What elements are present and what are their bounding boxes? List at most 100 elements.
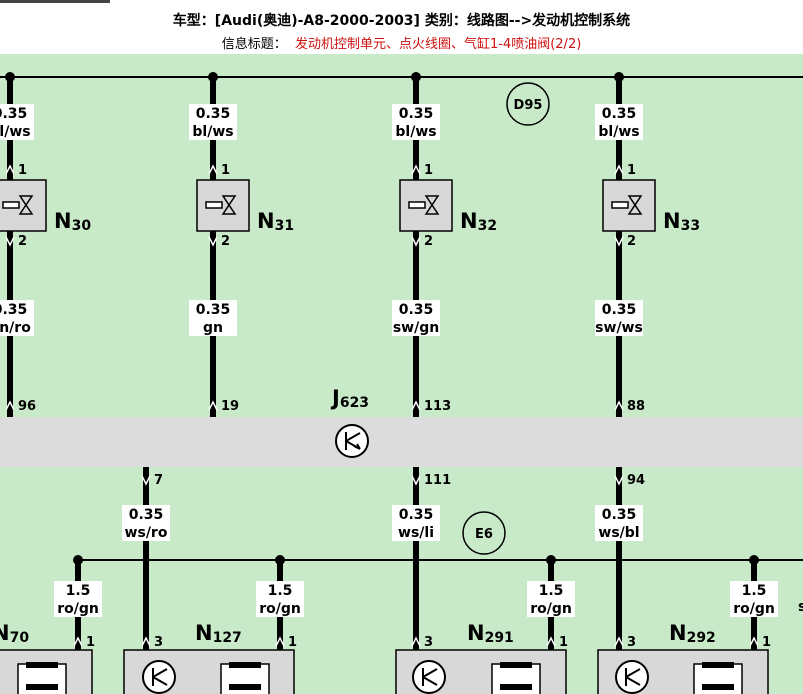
coil-name-sub: 291 bbox=[485, 630, 514, 646]
ecu-pin-arrow bbox=[5, 400, 15, 411]
injector-pin-top-arrow bbox=[614, 164, 624, 175]
injector-bottom-wire-label-size: 0.35 bbox=[196, 302, 231, 318]
coil-name-sub: 127 bbox=[213, 630, 242, 646]
injector-body bbox=[196, 179, 250, 232]
injector-body bbox=[399, 179, 453, 232]
coil-driver-pin-number: 3 bbox=[424, 635, 433, 650]
title-line: 车型：[Audi(奥迪)-A8-2000-2003] 类别：线路图-->发动机控… bbox=[0, 10, 803, 30]
injector-pin-bottom-arrow bbox=[614, 236, 624, 247]
coil-supply-pin-arrow bbox=[546, 636, 556, 647]
coil-supply-wire-label-size: 1.5 bbox=[268, 583, 293, 599]
coil-supply-pin-arrow bbox=[749, 636, 759, 647]
model-value: [Audi(奥迪)-A8-2000-2003] bbox=[214, 13, 420, 29]
injector-pin-bottom-arrow bbox=[208, 236, 218, 247]
valve-coil-icon bbox=[205, 201, 223, 209]
coil-supply-wire-label-color: ro/gn bbox=[530, 601, 572, 617]
valve-coil-icon bbox=[611, 201, 629, 209]
coil-supply-pin-arrow bbox=[275, 636, 285, 647]
ecu-output-pin-arrow bbox=[411, 475, 421, 486]
injector-top-wire-label-size: 0.35 bbox=[399, 106, 434, 122]
coil-driver-pin-arrow bbox=[614, 636, 624, 647]
coil-name-letter: N bbox=[195, 621, 213, 645]
ecu-output-pin-number: 7 bbox=[154, 473, 163, 488]
info-line: 信息标题： 发动机控制单元、点火线圈、气缸1-4喷油阀(2/2) bbox=[0, 33, 803, 52]
ecu-band bbox=[0, 417, 803, 467]
ecu-output-wire-label-box bbox=[122, 505, 170, 541]
ecu-pin-number: 88 bbox=[627, 399, 645, 414]
ecu-output-pin-arrow bbox=[614, 475, 624, 486]
injector-name-letter: N bbox=[54, 209, 72, 233]
edge-wire-label: s bbox=[798, 599, 803, 615]
injector-pin-top-arrow bbox=[5, 164, 15, 175]
coil-supply-wire-label-color: ro/gn bbox=[733, 601, 775, 617]
injector-name-sub: 31 bbox=[275, 218, 294, 234]
injector-top-wire-label-size: 0.35 bbox=[0, 106, 27, 122]
coil-n291: 3 N291 bbox=[395, 621, 567, 694]
coil-supply-wire: 1.5ro/gn1 bbox=[730, 555, 778, 694]
injector-pin-bottom-arrow bbox=[5, 236, 15, 247]
injector-top-wire-label-box bbox=[595, 104, 643, 140]
injector-name-sub: 32 bbox=[478, 218, 497, 234]
ecu-pin-arrow bbox=[614, 400, 624, 411]
ecu-pin-number: 19 bbox=[221, 399, 239, 414]
coil-core-icon bbox=[26, 662, 58, 668]
ecu-output-wire-label-box bbox=[595, 505, 643, 541]
injector-name-sub: 30 bbox=[72, 218, 92, 234]
coil-name-letter: N bbox=[467, 621, 485, 645]
ecu-output-wire-label-color: ws/li bbox=[398, 525, 434, 541]
coil-supply-wire-label-size: 1.5 bbox=[742, 583, 767, 599]
valve-icon bbox=[18, 195, 34, 215]
coil-core-icon bbox=[702, 662, 734, 668]
coil-core-icon bbox=[702, 684, 734, 690]
coil-supply-wire-label-box bbox=[730, 581, 778, 617]
injector-top-wire-label-size: 0.35 bbox=[196, 106, 231, 122]
injector-pin-top-number: 1 bbox=[18, 163, 27, 178]
coil-driver-pin-arrow bbox=[141, 636, 151, 647]
coil-name: N291 bbox=[467, 621, 514, 646]
diagram-header: 车型：[Audi(奥迪)-A8-2000-2003] 类别：线路图-->发动机控… bbox=[0, 0, 803, 54]
injector-bottom-wire-label-box bbox=[595, 300, 643, 336]
info-label: 信息标题： bbox=[221, 37, 287, 52]
coil-name: N292 bbox=[669, 621, 716, 646]
connector-d95: D95 bbox=[506, 82, 550, 126]
coil-supply-pin-arrow bbox=[73, 636, 83, 647]
injector-pin-bottom-number: 2 bbox=[221, 234, 230, 249]
injector-name: N31 bbox=[257, 209, 294, 234]
svg-text:D95: D95 bbox=[514, 98, 543, 113]
injector-pin-bottom-number: 2 bbox=[424, 234, 433, 249]
coil-supply-pin-number: 1 bbox=[86, 635, 95, 650]
injector-bottom-wire-label-box bbox=[0, 300, 34, 336]
injector-bottom-wire-label-size: 0.35 bbox=[399, 302, 434, 318]
coil-driver-glyph bbox=[625, 668, 641, 686]
injector-top-wire-label-box bbox=[0, 104, 34, 140]
model-prefix: 车型： bbox=[172, 13, 215, 29]
ecu-pin-number: 113 bbox=[424, 399, 451, 414]
coil-name-sub: 292 bbox=[687, 630, 716, 646]
injector-pin-top-number: 1 bbox=[424, 163, 433, 178]
injector-top-wire-label-color: bl/ws bbox=[0, 124, 31, 140]
info-value: 发动机控制单元、点火线圈、气缸1-4喷油阀(2/2) bbox=[294, 37, 582, 52]
ecu-output-wire-label-size: 0.35 bbox=[602, 507, 637, 523]
ecu-output-pin-number: 111 bbox=[424, 473, 451, 488]
ecu-pin-arrow bbox=[411, 400, 421, 411]
ecu-pin-arrow bbox=[208, 400, 218, 411]
coil-driver-glyph bbox=[422, 668, 438, 686]
injector-top-wire-label-color: bl/ws bbox=[192, 124, 233, 140]
window-edge bbox=[0, 0, 110, 3]
injector-name: N32 bbox=[460, 209, 497, 234]
injector-bottom-wire-label-size: 0.35 bbox=[602, 302, 637, 318]
category-value: 线路图-->发动机控制系统 bbox=[466, 13, 631, 29]
coil-core-icon bbox=[229, 662, 261, 668]
injector-bottom-wire-label-box bbox=[189, 300, 237, 336]
coil-supply-wire: 1.5ro/gn1 bbox=[54, 555, 102, 694]
injector-bottom-wire-label-box bbox=[392, 300, 440, 336]
coil-core-icon bbox=[500, 684, 532, 690]
svg-text:E6: E6 bbox=[475, 527, 493, 542]
ecu-output-wire-label-color: ws/bl bbox=[598, 525, 639, 541]
